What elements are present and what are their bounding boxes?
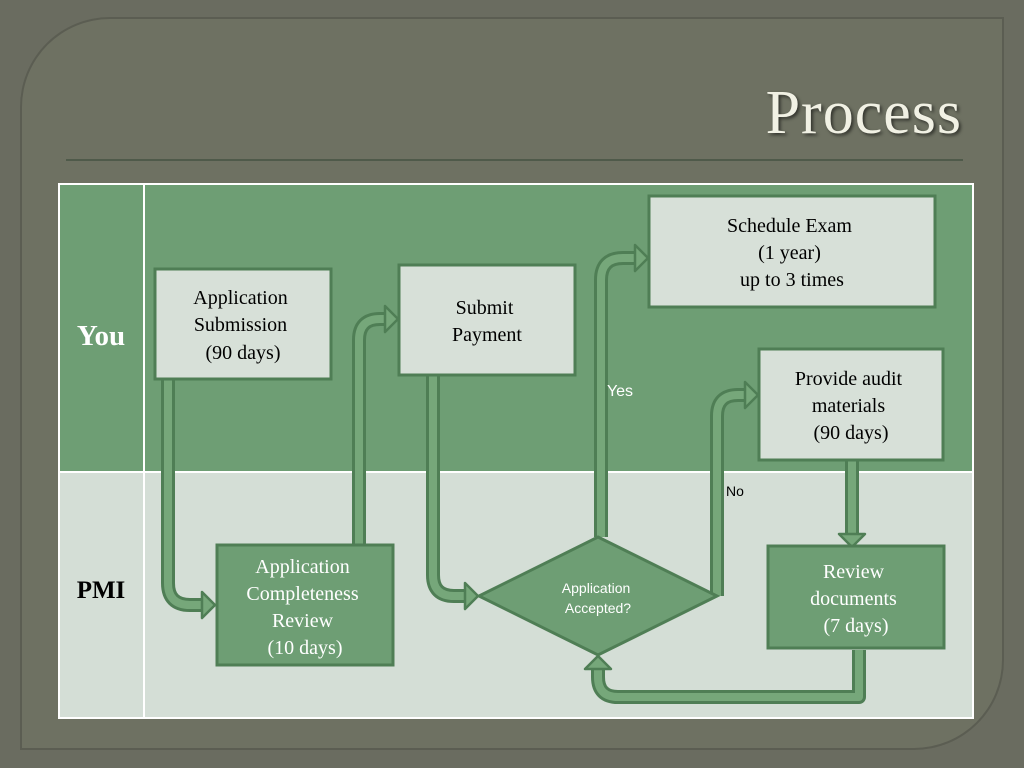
arrow-audit-to-review xyxy=(837,461,867,549)
node-review-documents-line-1: Review xyxy=(823,561,885,583)
node-provide-audit-materials: Provide audit materials (90 days) xyxy=(757,347,945,462)
svg-text:Application Completeness: Application Completeness Review (10 days… xyxy=(246,556,363,659)
edge-label-no: No xyxy=(726,483,744,499)
node-submit-payment: Submit Payment xyxy=(397,263,577,377)
svg-text:Provide audit materials: Provide audit materials (90 days) xyxy=(795,368,907,444)
node-decision-line-1: Application xyxy=(562,580,631,596)
lane-label-you: You xyxy=(77,320,125,352)
lane-label-pmi: PMI xyxy=(77,577,126,604)
node-review-documents-line-3: (7 days) xyxy=(824,615,889,637)
node-provide-audit-line-2: materials xyxy=(812,395,886,417)
diagram-border xyxy=(58,183,974,719)
svg-text:Schedule Exam (1 year): Schedule Exam (1 year) up to 3 times xyxy=(727,215,857,291)
node-decision-application-accepted: Application Accepted? xyxy=(475,535,721,657)
node-completeness-review-line-1: Application xyxy=(255,556,349,578)
slide-title: Process xyxy=(765,79,962,147)
svg-text:Application Submission: Application Submission (90 days) xyxy=(193,287,292,364)
arrow-decision-no-to-audit xyxy=(710,380,760,596)
arrow-payment-to-decision xyxy=(426,376,480,611)
node-completeness-review-line-3: Review xyxy=(272,610,334,632)
node-decision-line-2: Accepted? xyxy=(565,600,631,616)
node-schedule-exam-line-3: up to 3 times xyxy=(740,269,844,291)
node-application-submission-line-2: Submission xyxy=(194,314,287,336)
connector-arrows xyxy=(161,243,867,704)
svg-text:Application Accepted?: Application Accepted? xyxy=(562,580,634,616)
node-application-submission: Application Submission (90 days) xyxy=(153,267,333,381)
node-application-submission-line-3: (90 days) xyxy=(206,342,281,364)
svg-text:Submit Payment: Submit Payment xyxy=(452,297,522,346)
arrow-completeness-to-payment xyxy=(352,304,400,545)
node-review-documents: Review documents (7 days) xyxy=(766,544,946,650)
node-submit-payment-line-2: Payment xyxy=(452,324,522,346)
node-provide-audit-line-3: (90 days) xyxy=(814,422,889,444)
arrow-decision-yes-to-exam xyxy=(594,243,650,537)
title-rule xyxy=(66,159,963,161)
svg-text:Review documents (: Review documents (7 days) xyxy=(810,561,902,637)
arrow-submission-to-completeness xyxy=(161,379,217,620)
node-completeness-review-line-2: Completeness xyxy=(246,583,358,605)
edge-label-yes: Yes xyxy=(607,383,633,400)
node-review-documents-line-2: documents xyxy=(810,588,897,610)
arrow-review-to-decision xyxy=(583,650,866,704)
node-submit-payment-line-1: Submit xyxy=(456,297,514,319)
node-completeness-review-line-4: (10 days) xyxy=(268,637,343,659)
node-completeness-review: Application Completeness Review (10 days… xyxy=(215,543,395,667)
node-application-submission-line-1: Application xyxy=(193,287,287,309)
node-schedule-exam-line-1: Schedule Exam xyxy=(727,215,852,237)
node-provide-audit-line-1: Provide audit xyxy=(795,368,903,390)
swimlane-diagram: You PMI xyxy=(58,183,974,719)
node-schedule-exam-line-2: (1 year) xyxy=(758,242,821,264)
node-schedule-exam: Schedule Exam (1 year) up to 3 times xyxy=(647,194,937,309)
